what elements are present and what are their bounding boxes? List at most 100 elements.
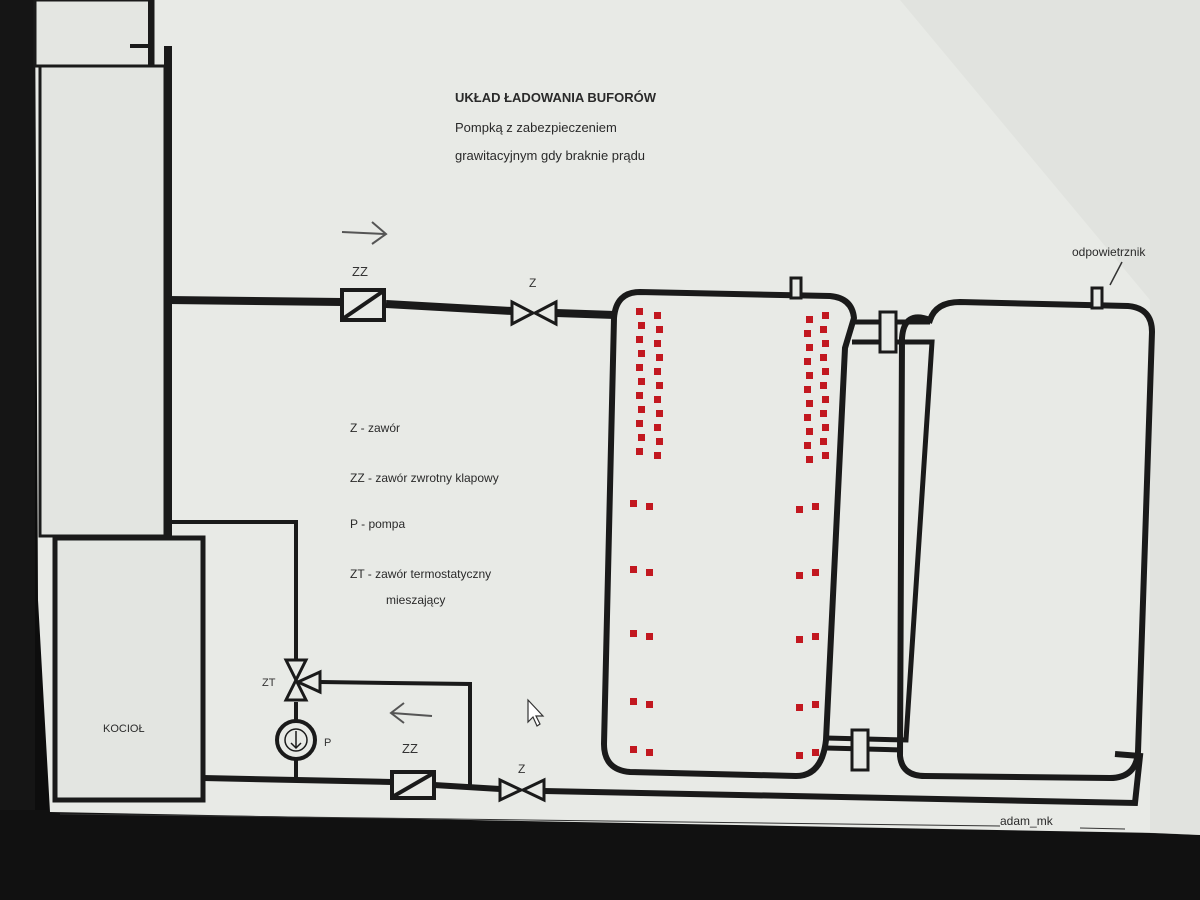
red-dot [646, 701, 653, 708]
zt-bypass-pipe [168, 520, 472, 786]
label-pump: P [324, 737, 331, 749]
red-dot [796, 752, 803, 759]
monitor-bezel-left [0, 0, 35, 900]
tank-connector [825, 310, 935, 772]
legend-zt-line2: mieszający [386, 593, 445, 607]
red-dot [822, 368, 829, 375]
window-fragment [33, 0, 155, 68]
red-dot [822, 452, 829, 459]
red-dot [812, 701, 819, 708]
flow-arrow-left-icon [389, 702, 433, 724]
valve-z-bottom-icon [498, 777, 546, 803]
red-dot [812, 633, 819, 640]
red-dot [820, 382, 827, 389]
return-pipe [202, 751, 1144, 807]
red-dot [638, 350, 645, 357]
red-dot [638, 434, 645, 441]
red-dot [796, 506, 803, 513]
vent-pointer [1109, 261, 1123, 286]
three-way-valve-zt-icon [283, 658, 322, 702]
red-dot [806, 316, 813, 323]
check-valve-top-icon [340, 288, 386, 322]
flue-pipe [38, 44, 167, 538]
red-dot [812, 569, 819, 576]
red-dot [804, 386, 811, 393]
red-dot [656, 438, 663, 445]
red-dot [822, 396, 829, 403]
legend-p: P - pompa [350, 517, 405, 531]
red-dot [636, 336, 643, 343]
red-dot [796, 572, 803, 579]
diagram-title: UKŁAD ŁADOWANIA BUFORÓW [455, 90, 657, 105]
buffer-tank-2 [896, 286, 1156, 782]
red-dot [636, 420, 643, 427]
red-dot [822, 424, 829, 431]
red-dot [804, 330, 811, 337]
valve-z-top-icon [510, 299, 558, 327]
red-dot [806, 428, 813, 435]
label-zt: ZT [262, 677, 276, 689]
red-dot [646, 633, 653, 640]
red-dot [806, 344, 813, 351]
red-dot [656, 354, 663, 361]
red-dot [630, 698, 637, 705]
red-dot [630, 630, 637, 637]
red-dot [654, 396, 661, 403]
red-dot [646, 503, 653, 510]
check-valve-bottom-icon [390, 770, 436, 800]
legend-z: Z - zawór [350, 421, 400, 435]
red-dot [806, 400, 813, 407]
red-dot [812, 749, 819, 756]
diagram-subtitle-line2: grawitacyjnym gdy braknie prądu [455, 148, 645, 163]
legend: Z - zawór ZZ - zawór zwrotny klapowy P -… [350, 421, 499, 607]
boiler [52, 535, 206, 803]
red-dot [820, 438, 827, 445]
red-dot [636, 364, 643, 371]
red-dot [630, 500, 637, 507]
red-dot [638, 378, 645, 385]
legend-zt-line1: ZT - zawór termostatyczny [350, 567, 491, 581]
red-dot [820, 326, 827, 333]
red-dot [646, 749, 653, 756]
red-dot [636, 448, 643, 455]
mouse-cursor-icon [527, 698, 545, 727]
red-dot [820, 354, 827, 361]
red-dot [812, 503, 819, 510]
red-dot [654, 368, 661, 375]
red-dot [646, 569, 653, 576]
red-dot [636, 308, 643, 315]
red-dot [822, 312, 829, 319]
red-dot [822, 340, 829, 347]
label-z-bottom: Z [518, 762, 525, 776]
red-dot [654, 340, 661, 347]
red-dot [638, 406, 645, 413]
buffer-tank-1 [600, 276, 858, 780]
screen-shade [900, 0, 1200, 835]
red-dot [636, 392, 643, 399]
vent-label: odpowietrznik [1072, 245, 1146, 259]
red-dot [796, 636, 803, 643]
red-dot [804, 442, 811, 449]
red-dot [804, 414, 811, 421]
boiler-label: KOCIOŁ [103, 723, 145, 735]
label-zz-top: ZZ [352, 264, 368, 279]
red-dot [656, 382, 663, 389]
signature-line [59, 813, 1126, 830]
label-zz-bottom: ZZ [402, 741, 418, 756]
red-dot [656, 326, 663, 333]
red-dot [630, 566, 637, 573]
red-dot [654, 312, 661, 319]
legend-zz: ZZ - zawór zwrotny klapowy [350, 471, 499, 485]
red-dot [638, 322, 645, 329]
red-dot [654, 424, 661, 431]
flow-arrow-right-icon [341, 221, 388, 245]
red-dot [806, 372, 813, 379]
red-dot [796, 704, 803, 711]
red-dot [654, 452, 661, 459]
red-dot [820, 410, 827, 417]
red-dot [656, 410, 663, 417]
label-z-top: Z [529, 276, 536, 290]
top-supply-pipe [167, 296, 616, 319]
author-signature: adam_mk [1000, 814, 1054, 828]
